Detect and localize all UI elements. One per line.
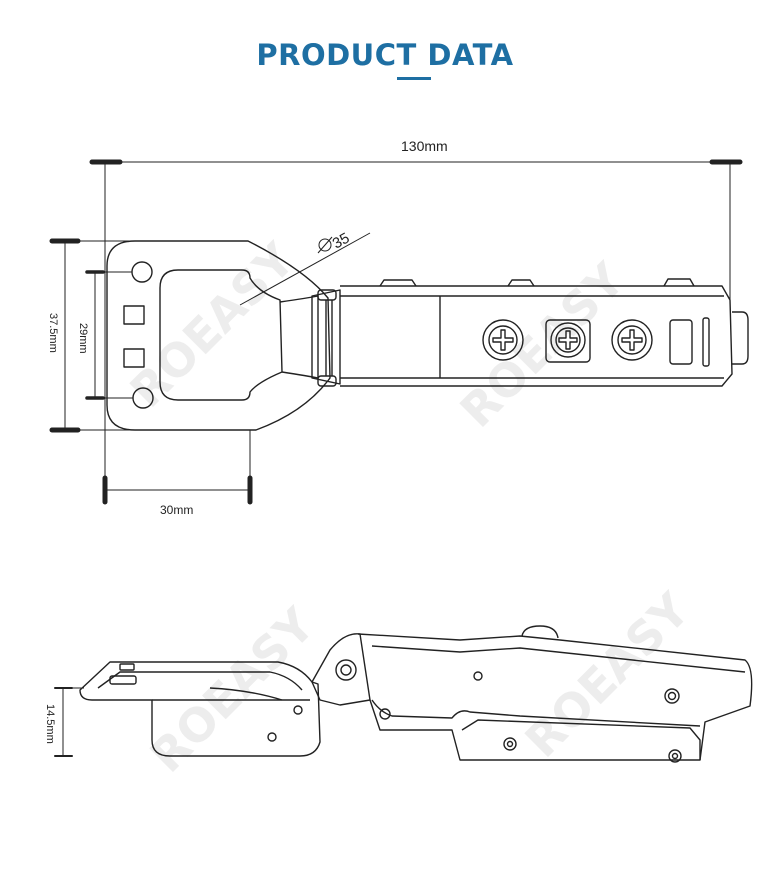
cam-screw bbox=[545, 319, 591, 363]
hinge-side-view bbox=[79, 625, 753, 763]
hinge-arm bbox=[340, 285, 733, 387]
cup-diameter-label: 35 bbox=[330, 230, 353, 253]
side-pivot-inner bbox=[340, 664, 352, 676]
side-cup-rivet bbox=[293, 705, 303, 715]
side-pivot bbox=[335, 659, 357, 681]
side-cup-rivet bbox=[267, 732, 277, 742]
side-base-rivet bbox=[503, 737, 517, 751]
side-base-rivet bbox=[506, 740, 514, 748]
dim-overall-length bbox=[89, 159, 743, 500]
mounting-plate bbox=[106, 240, 331, 431]
side-arm-rivet bbox=[473, 671, 483, 681]
plate-opening bbox=[159, 269, 283, 401]
side-arm-cutout bbox=[371, 699, 701, 727]
arm-slot bbox=[702, 317, 710, 367]
side-plate-inner bbox=[97, 671, 303, 691]
side-cup-wall bbox=[209, 687, 283, 701]
adjustment-screw-right bbox=[611, 319, 653, 361]
adjustment-screw-left bbox=[482, 319, 524, 361]
arm-top-clip bbox=[379, 279, 417, 287]
diameter-icon bbox=[318, 238, 332, 252]
side-mounting-plate bbox=[79, 661, 321, 757]
plate-square-hole-top bbox=[123, 305, 145, 325]
side-arm-bump bbox=[521, 625, 559, 639]
arm-top-clip bbox=[507, 279, 535, 287]
dim-cup-width bbox=[102, 430, 253, 505]
side-arm-rivet bbox=[664, 688, 680, 704]
hinge-pin-bottom bbox=[317, 375, 337, 387]
dim-hole-spacing bbox=[85, 270, 133, 400]
side-arm-rivet bbox=[667, 691, 677, 701]
cup-shoulder bbox=[279, 295, 319, 379]
side-knuckle bbox=[311, 633, 371, 706]
title-underline bbox=[397, 77, 431, 80]
side-base-bar bbox=[461, 719, 701, 760]
cup-width-label: 30mm bbox=[160, 503, 193, 517]
overall-length-label: 130mm bbox=[401, 138, 448, 154]
hinge-knuckle bbox=[311, 289, 341, 385]
watermark-text: ROEASY bbox=[120, 232, 306, 418]
side-arm bbox=[357, 633, 753, 761]
side-base-rivet bbox=[671, 752, 679, 760]
side-plate-slot bbox=[119, 663, 135, 671]
side-height-label: 14.5mm bbox=[44, 704, 56, 744]
watermark-text: ROEASY bbox=[450, 252, 636, 438]
side-plate-slot bbox=[109, 675, 137, 685]
dim-cup-diameter bbox=[239, 232, 371, 306]
hinge-pin-top bbox=[317, 289, 337, 301]
hole-spacing-label: 29mm bbox=[77, 323, 89, 354]
side-arm-rivet bbox=[379, 708, 391, 720]
plate-square-hole-bottom bbox=[123, 348, 145, 368]
dim-plate-height bbox=[49, 238, 135, 433]
plate-height-label: 37.5mm bbox=[47, 313, 59, 353]
arm-end-tab bbox=[732, 311, 749, 365]
side-arm-inner bbox=[371, 645, 746, 673]
page-title: PRODUCT DATA bbox=[256, 38, 514, 72]
plate-hole-top bbox=[131, 261, 153, 283]
hinge-top-view bbox=[106, 240, 749, 431]
watermark-text: ROEASY bbox=[515, 582, 701, 768]
dim-side-height bbox=[54, 687, 84, 757]
arm-top-clip bbox=[663, 278, 695, 287]
arm-slot bbox=[669, 319, 693, 365]
side-base-rivet bbox=[668, 749, 682, 763]
